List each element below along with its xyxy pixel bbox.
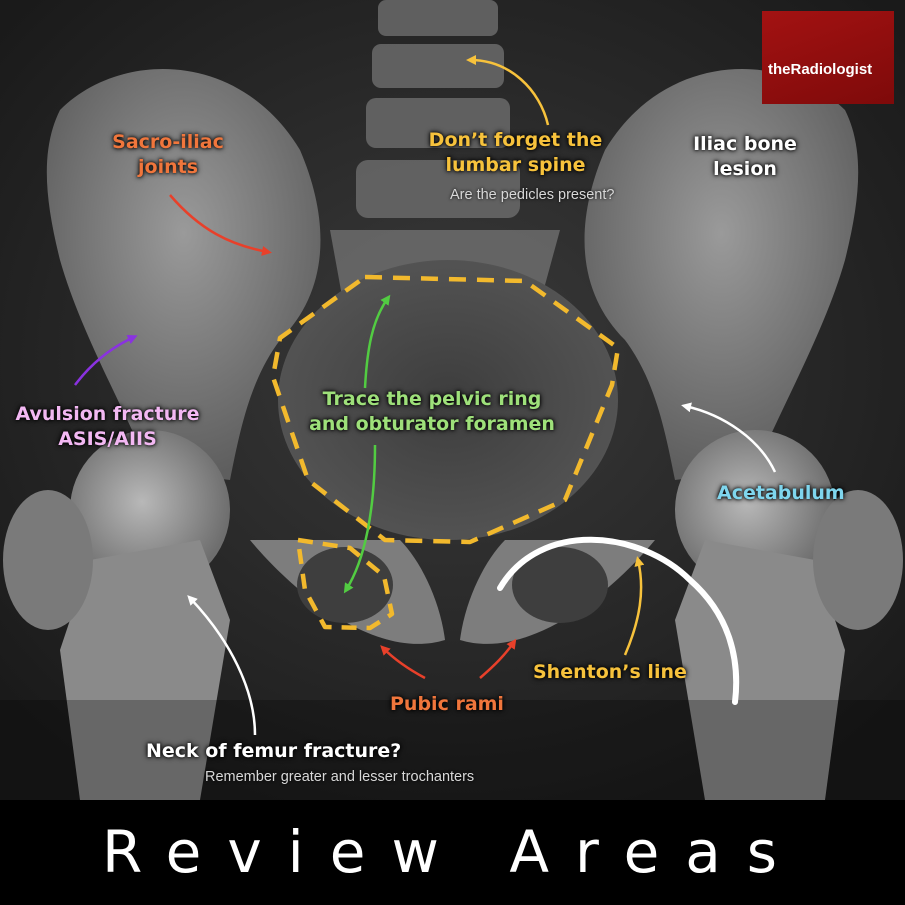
brand-logo-text: theRadiologist	[768, 61, 873, 78]
pelvic-ring-arrow-up	[363, 294, 391, 389]
label-sacroiliac-joints: Sacro-iliac joints	[112, 131, 224, 178]
label-pedicles-note: Are the pedicles present?	[450, 187, 615, 203]
avulsion-arrow	[74, 334, 138, 386]
page-title: Review Areas	[101, 818, 804, 886]
label-acetabulum: Acetabulum	[717, 482, 845, 504]
femur-neck-arrow	[187, 595, 257, 736]
annotation-overlay	[74, 55, 777, 736]
acetabulum-arrow	[681, 402, 777, 473]
pubic-arrow-left	[380, 645, 426, 680]
obturator-arrow	[343, 444, 377, 594]
label-avulsion-fracture: Avulsion fracture ASIS/AIIS	[15, 403, 200, 450]
shenton-arrow	[623, 556, 645, 656]
label-iliac-bone-lesion: Iliac bone lesion	[693, 133, 797, 180]
pubic-arrow-right	[479, 638, 517, 679]
label-pelvic-ring: Trace the pelvic ring and obturator fora…	[309, 388, 555, 435]
brand-logo: theRadiologist	[762, 11, 894, 104]
title-banner: Review Areas	[0, 800, 905, 905]
shentons-line	[497, 536, 740, 705]
pelvis-xray-image	[0, 0, 905, 800]
obturator-foramen-outline	[295, 537, 395, 631]
pelvic-ring-outline	[270, 274, 621, 545]
sacroiliac-arrow	[169, 194, 272, 256]
label-neck-of-femur: Neck of femur fracture?	[146, 740, 402, 762]
label-lumbar-spine: Don’t forget the lumbar spine	[428, 129, 603, 176]
label-trochanters-note: Remember greater and lesser trochanters	[205, 769, 475, 785]
label-pubic-rami: Pubic rami	[390, 693, 504, 715]
lumbar-arrow	[466, 55, 550, 126]
label-shentons-line: Shenton’s line	[533, 661, 687, 683]
